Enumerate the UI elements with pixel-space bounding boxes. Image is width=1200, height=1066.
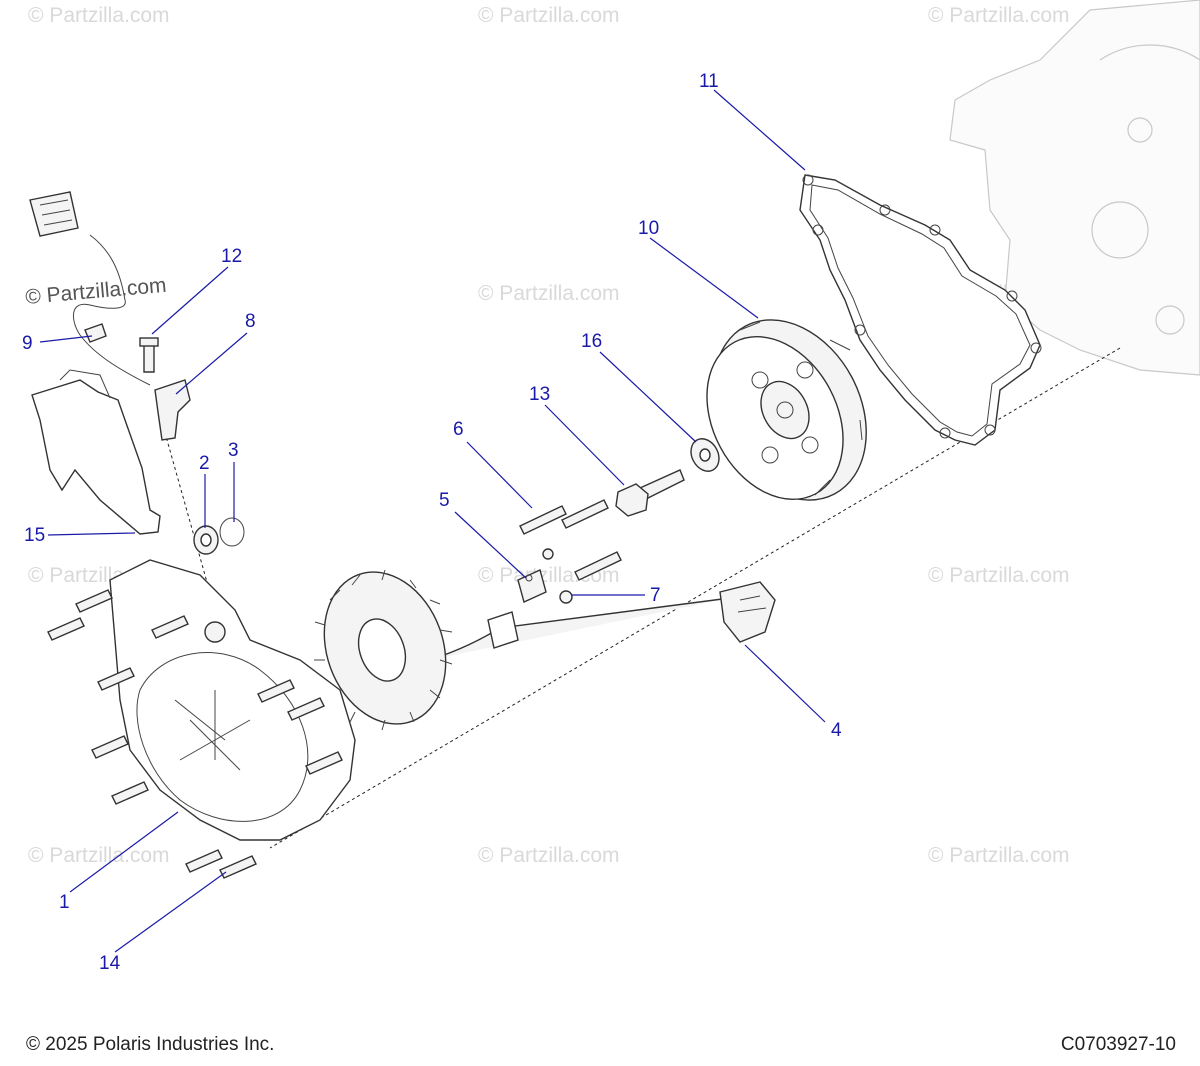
watermarks: © Partzilla.com © Partzilla.com © Partzi…: [24, 4, 1069, 867]
watermark: © Partzilla.com: [928, 564, 1070, 587]
watermark: © Partzilla.com: [28, 4, 170, 27]
callout-16: 16: [581, 331, 602, 352]
sensor-harness: [29, 191, 151, 386]
watermark: © Partzilla.com: [28, 844, 170, 867]
watermark: © Partzilla.com: [478, 282, 620, 305]
callout-7: 7: [650, 585, 661, 606]
stator-harness: [429, 581, 776, 661]
flywheel: [706, 319, 867, 501]
speed-sensor: [154, 379, 191, 441]
callout-12: 12: [221, 246, 242, 267]
clamp-screw: [559, 590, 573, 604]
callout-5: 5: [439, 490, 450, 511]
leader-lines: [39, 89, 826, 953]
callouts: 1 2 3 4 5 6 7 8 9 10 11 12 13 14 15 16: [22, 71, 842, 974]
callout-3: 3: [228, 440, 239, 461]
copyright-notice: © 2025 Polaris Industries Inc.: [26, 1034, 275, 1055]
callout-15: 15: [24, 525, 45, 546]
cover-bolts: [519, 499, 622, 581]
callout-1: 1: [59, 892, 70, 913]
callout-4: 4: [831, 720, 842, 741]
watermark: © Partzilla.com: [478, 844, 620, 867]
sensor-bolt: [139, 337, 159, 373]
callout-13: 13: [529, 384, 550, 405]
callout-8: 8: [245, 311, 256, 332]
watermark: © Partzilla.com: [928, 844, 1070, 867]
snap-ring: [219, 517, 245, 547]
flywheel-bolt: [615, 469, 685, 517]
gasket: [799, 174, 1042, 446]
diagram-id: C0703927-10: [1060, 1034, 1176, 1055]
wire-clamp: [517, 569, 547, 603]
callout-11: 11: [699, 71, 719, 92]
crankcase-outline: [949, 0, 1200, 376]
cover-fasteners: [47, 589, 343, 879]
stator: [314, 569, 453, 731]
watermark: © Partzilla.com: [478, 4, 620, 27]
watermark: © Partzilla.com: [928, 4, 1070, 27]
bearing: [193, 525, 219, 555]
callout-6: 6: [453, 419, 464, 440]
callout-10: 10: [638, 218, 659, 239]
washer: [690, 438, 720, 472]
bracket: [31, 369, 161, 535]
callout-9: 9: [22, 333, 33, 354]
watermark: © Partzilla.com: [24, 274, 167, 309]
callout-14: 14: [99, 953, 121, 974]
callout-2: 2: [199, 453, 210, 474]
